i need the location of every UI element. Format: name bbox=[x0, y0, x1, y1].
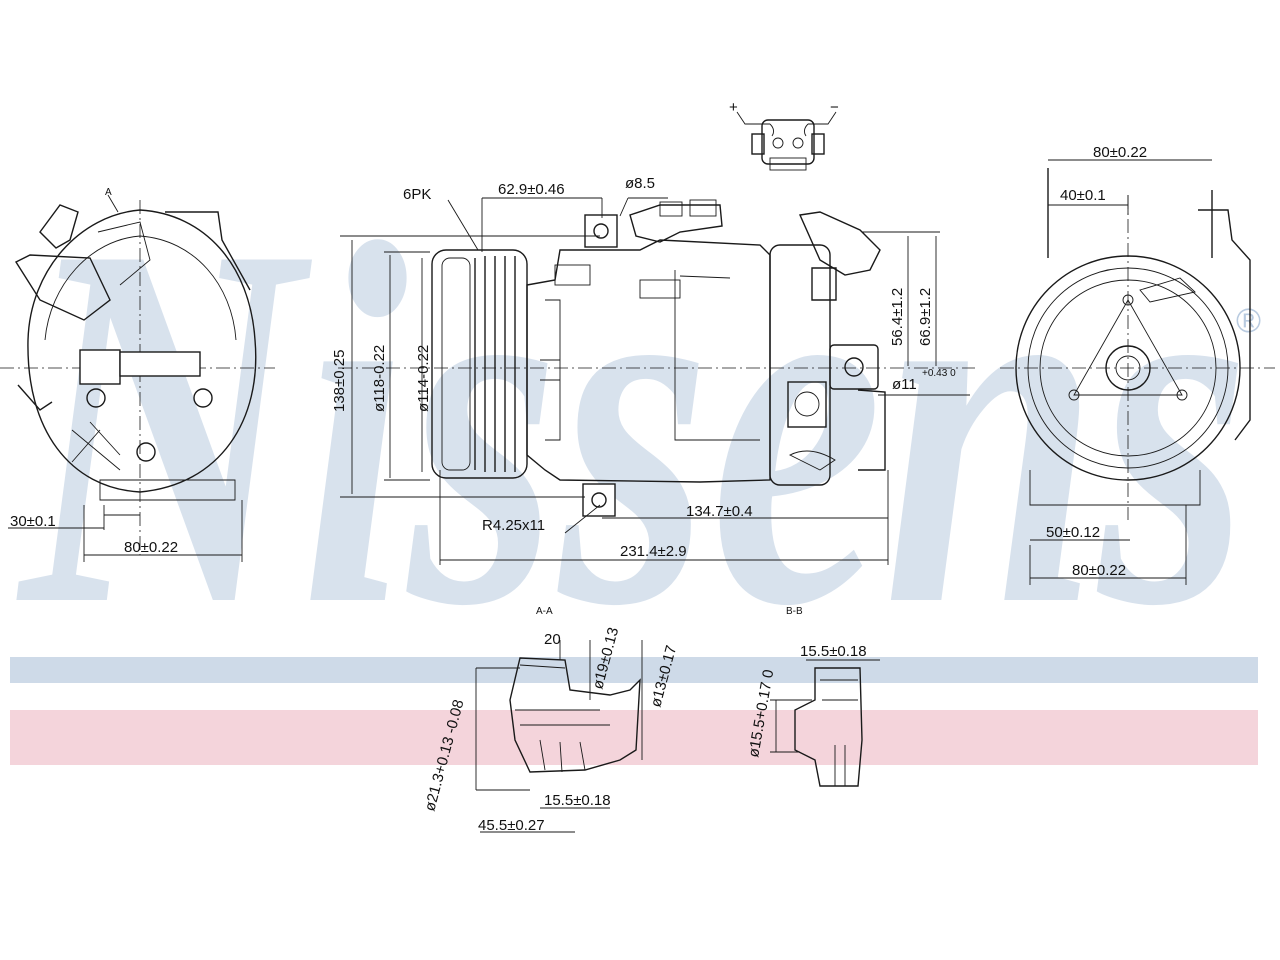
dim-a-20: 20 bbox=[544, 631, 561, 648]
watermark-band-red bbox=[10, 710, 1258, 765]
dim-62-9: 62.9±0.46 bbox=[498, 181, 565, 198]
connector-plus-label: + bbox=[729, 99, 738, 116]
dim-a-15-5: 15.5±0.18 bbox=[544, 792, 611, 809]
front-view: 6PK 62.9±0.46 ø8.5 138±0.25 ø118-0.22 ø1… bbox=[331, 175, 975, 565]
watermark: Nissens ® bbox=[10, 138, 1261, 765]
section-b-title: B-B bbox=[786, 606, 803, 617]
dim-right-40: 40±0.1 bbox=[1060, 187, 1106, 204]
dim-66-9: 66.9±1.2 bbox=[917, 288, 934, 346]
left-side-view: A 30±0.1 80±0.22 bbox=[0, 187, 275, 562]
dim-dia-118: ø118-0.22 bbox=[371, 345, 388, 412]
right-side-view: 80±0.22 40±0.1 50±0.12 80±0.22 bbox=[1000, 144, 1275, 585]
watermark-logo-text: Nissens bbox=[14, 138, 1250, 713]
dim-right-80-top: 80±0.22 bbox=[1093, 144, 1147, 161]
dim-231-4: 231.4±2.9 bbox=[620, 543, 687, 560]
section-a-title: A-A bbox=[536, 606, 553, 617]
watermark-registered-mark: ® bbox=[1236, 302, 1261, 340]
dim-138: 138±0.25 bbox=[331, 350, 348, 412]
dim-right-80-bottom: 80±0.22 bbox=[1072, 562, 1126, 579]
dim-dia-114: ø114-0.22 bbox=[415, 345, 432, 412]
belt-label: 6PK bbox=[403, 186, 431, 203]
dim-dia-11: ø11 bbox=[892, 376, 917, 393]
dim-left-30: 30±0.1 bbox=[10, 513, 56, 530]
dim-56-4: 56.4±1.2 bbox=[889, 288, 906, 346]
watermark-band-blue bbox=[10, 657, 1258, 683]
dim-134-7: 134.7±0.4 bbox=[686, 503, 753, 520]
connector-minus-label: − bbox=[830, 99, 839, 116]
dim-dia-11-tol: +0.43 0 bbox=[922, 368, 956, 379]
dim-a-45-5: 45.5±0.27 bbox=[478, 817, 545, 834]
dim-r-4-25: R4.25x11 bbox=[482, 517, 545, 534]
dim-b-15-5-top: 15.5±0.18 bbox=[800, 643, 867, 660]
left-arrow-label: A bbox=[105, 187, 112, 198]
pulley-face-outer bbox=[1015, 255, 1241, 481]
connector-plug-view: + − bbox=[729, 99, 839, 171]
dim-left-80: 80±0.22 bbox=[124, 539, 178, 556]
dim-dia-8-5: ø8.5 bbox=[625, 175, 655, 192]
dim-right-50: 50±0.12 bbox=[1046, 524, 1100, 541]
